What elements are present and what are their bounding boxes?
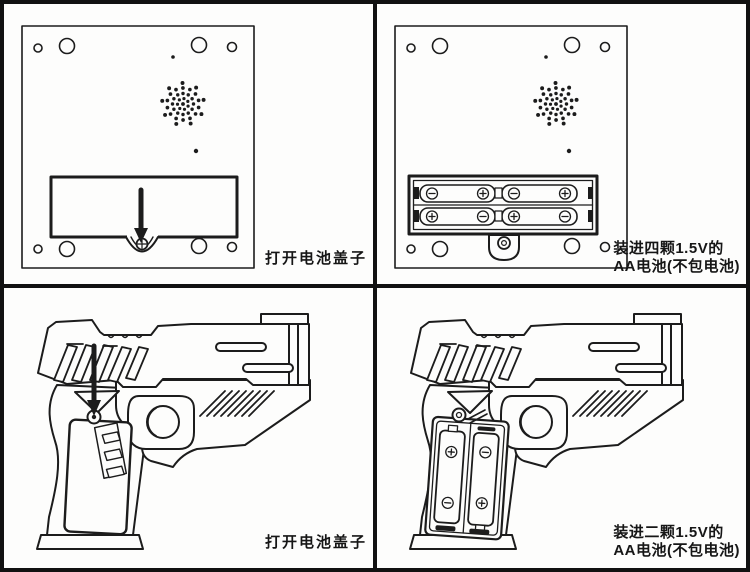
toy-gun-closed-illustration [36, 313, 311, 550]
panel-open-back-cover: 打开电池盖子 [4, 4, 373, 284]
caption-line: AA电池(不包电池) [613, 542, 740, 559]
caption-line: 打开电池盖子 [264, 534, 367, 551]
lock-screw-icon [451, 407, 488, 424]
aa-battery [419, 184, 578, 226]
battery-compartment [407, 174, 599, 236]
battery-polarity-icons [441, 445, 492, 510]
caption-line: AA电池(不包电池) [613, 258, 740, 275]
caption-open-grip-cover: 打开电池盖子 [265, 534, 367, 552]
panel-open-grip-cover: 打开电池盖子 [4, 288, 373, 568]
caption-line: 打开电池盖子 [264, 250, 367, 267]
panel-insert-four-batteries: 装进四颗1.5V的 AA电池(不包电池) [377, 4, 746, 284]
battery-contact [435, 426, 496, 535]
device-back-closed-illustration [21, 25, 255, 269]
caption-line: 装进二颗1.5V的 [613, 524, 724, 541]
caption-insert-two-batteries: 装进二颗1.5V的 AA电池(不包电池) [613, 524, 740, 560]
device-back-open-illustration [394, 25, 628, 269]
screw-tab [488, 234, 520, 261]
toy-gun-open-illustration [409, 313, 684, 550]
arrow-down-icon [134, 187, 148, 243]
latch-lever [467, 409, 488, 424]
caption-insert-four-batteries: 装进四颗1.5V的 AA电池(不包电池) [613, 240, 740, 276]
arrow-down-icon [87, 343, 101, 416]
grip-battery-compartment [424, 415, 510, 541]
caption-open-back-cover: 打开电池盖子 [265, 250, 367, 268]
grip-battery-cover [63, 418, 133, 536]
lock-screw-icon [135, 237, 149, 251]
lock-screw-icon [86, 409, 102, 425]
caption-line: 装进四颗1.5V的 [613, 240, 724, 257]
panel-insert-two-batteries: 装进二颗1.5V的 AA电池(不包电池) [377, 288, 746, 568]
battery-polarity-icons [425, 187, 572, 223]
battery-contact [414, 187, 593, 222]
